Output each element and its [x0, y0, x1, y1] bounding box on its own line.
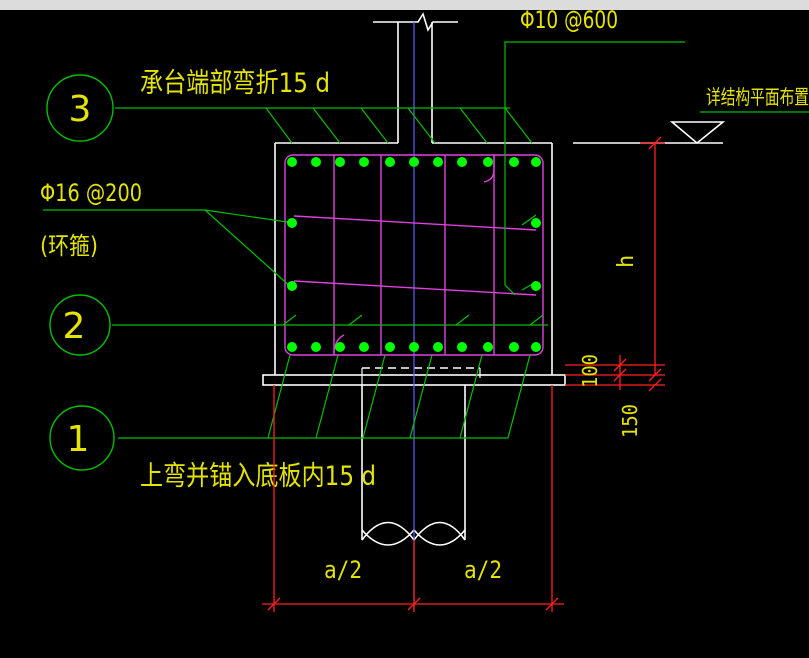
leader-3-ticks — [265, 107, 533, 144]
column-break-line — [373, 12, 458, 32]
callout-3-circle — [46, 74, 114, 142]
rebar-dots — [287, 157, 541, 352]
side-rebar-dots — [287, 218, 541, 291]
stirrup-group — [284, 154, 544, 356]
top-rebar-row — [287, 157, 541, 167]
dim-h-label: h — [614, 255, 639, 268]
callout-3-number: 3 — [69, 89, 92, 130]
callout-3[interactable]: 3 — [46, 74, 114, 142]
leader-1-ticks — [267, 354, 531, 439]
ring-spec-label: Φ16 @200 — [40, 179, 142, 207]
dim-150-label: 150 — [618, 404, 642, 438]
dim-right-label: a/2 — [464, 556, 502, 584]
leader-ring — [43, 209, 295, 289]
pile-embed-lines — [361, 368, 481, 385]
callout-1-number: 1 — [67, 419, 90, 460]
bottom-rebar-row — [287, 342, 541, 352]
dim-100-label: 100 — [578, 354, 602, 388]
leader-lines — [43, 41, 809, 439]
elevation-triangle — [669, 121, 726, 145]
callout-1-text: 上弯并锚入底板内15 d — [140, 461, 376, 492]
callout-2[interactable]: 2 — [49, 294, 111, 356]
callout-2-circle — [49, 294, 111, 356]
callout-1[interactable]: 1 — [49, 405, 115, 471]
leader-2-ticks — [282, 314, 544, 326]
window-top-strip — [0, 0, 809, 10]
dim-small-ext — [565, 364, 665, 386]
leader-stirrup-spec — [504, 41, 685, 296]
outer-stirrup — [284, 154, 544, 356]
dim-small-ticks — [613, 358, 662, 392]
callout-3-text: 承台端部弯折15 d — [140, 68, 330, 99]
stirrup-spec-label: Φ10 @600 — [520, 6, 618, 34]
ring-stirrup-lower — [293, 280, 537, 296]
ring-note-label: (环箍) — [40, 232, 98, 260]
callout-2-number: 2 — [63, 306, 86, 347]
stirrup-hook-2 — [483, 155, 495, 183]
dim-left-label: a/2 — [324, 556, 362, 584]
drawing-background — [0, 10, 809, 658]
dim-a-ext — [273, 385, 553, 612]
ring-stirrup-upper — [293, 215, 537, 231]
dim-a-ticks — [267, 597, 559, 611]
ref-note-label: 详结构平面布置 — [706, 85, 809, 109]
dimension-lines — [262, 136, 665, 612]
stirrup-hook-1 — [333, 334, 345, 356]
callout-1-circle — [49, 405, 115, 471]
